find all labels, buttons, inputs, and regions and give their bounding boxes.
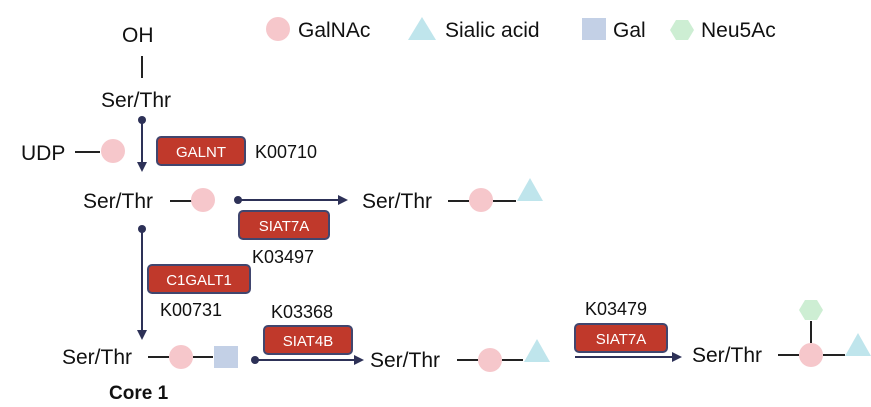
ser-thr-disialyl-t-label: Ser/Thr: [692, 344, 762, 367]
core1-galnac-circle-icon: [169, 345, 193, 369]
enzyme-siat7a-2: SIAT7A: [574, 323, 668, 353]
disialyl-t-sialic-triangle-icon: [845, 333, 871, 356]
kegg-k03497: K03497: [252, 247, 314, 267]
svg-text:SIAT4B: SIAT4B: [283, 333, 334, 350]
ser-thr-sialyl-tn-label: Ser/Thr: [362, 190, 432, 213]
sialyl-tn-galnac-circle-icon: [469, 188, 493, 212]
kegg-k00710: K00710: [255, 142, 317, 162]
legend-gal-label: Gal: [613, 19, 646, 42]
svg-text:SIAT7A: SIAT7A: [596, 331, 647, 348]
enzyme-c1galt1: C1GALT1: [147, 264, 251, 294]
core1-gal-square-icon: [214, 346, 238, 368]
ser-thr-galnac-label: Ser/Thr: [83, 190, 153, 213]
disialyl-t-galnac-circle-icon: [799, 343, 823, 367]
svg-text:GALNT: GALNT: [176, 144, 226, 161]
ser-thr-start-label: Ser/Thr: [101, 89, 171, 112]
legend-sialic-label: Sialic acid: [445, 19, 540, 42]
sialyl-tn-sialic-triangle-icon: [517, 178, 543, 201]
ser-thr-core1-label: Ser/Thr: [62, 346, 132, 369]
legend: GalNAc Sialic acid Gal Neu5Ac: [266, 17, 776, 42]
legend-galnac-label: GalNAc: [298, 19, 370, 42]
legend-gal-square-icon: [582, 18, 606, 40]
sialyl-t-sialic-triangle-icon: [524, 339, 550, 362]
galnac-circle-icon: [191, 188, 215, 212]
udp-galnac-circle-icon: [101, 139, 125, 163]
ser-thr-sialyl-t-label: Ser/Thr: [370, 349, 440, 372]
enzyme-galnt: GALNT: [156, 136, 246, 166]
legend-neu5ac-label: Neu5Ac: [701, 19, 776, 42]
sialyl-t-galnac-circle-icon: [478, 348, 502, 372]
legend-galnac-circle-icon: [266, 17, 290, 41]
enzyme-siat4b: SIAT4B: [263, 325, 353, 355]
kegg-k03479: K03479: [585, 299, 647, 319]
kegg-k00731: K00731: [160, 300, 222, 320]
disialyl-t-neu5ac-hexagon-icon: [799, 300, 823, 320]
svg-text:SIAT7A: SIAT7A: [259, 218, 310, 235]
enzyme-siat7a-1: SIAT7A: [238, 210, 330, 240]
svg-text:C1GALT1: C1GALT1: [166, 272, 232, 289]
oh-label: OH: [122, 24, 154, 47]
legend-sialic-triangle-icon: [408, 17, 436, 40]
legend-neu5ac-hexagon-icon: [670, 20, 694, 40]
kegg-k03368: K03368: [271, 302, 333, 322]
core1-label: Core 1: [109, 383, 169, 404]
udp-label: UDP: [21, 142, 65, 165]
